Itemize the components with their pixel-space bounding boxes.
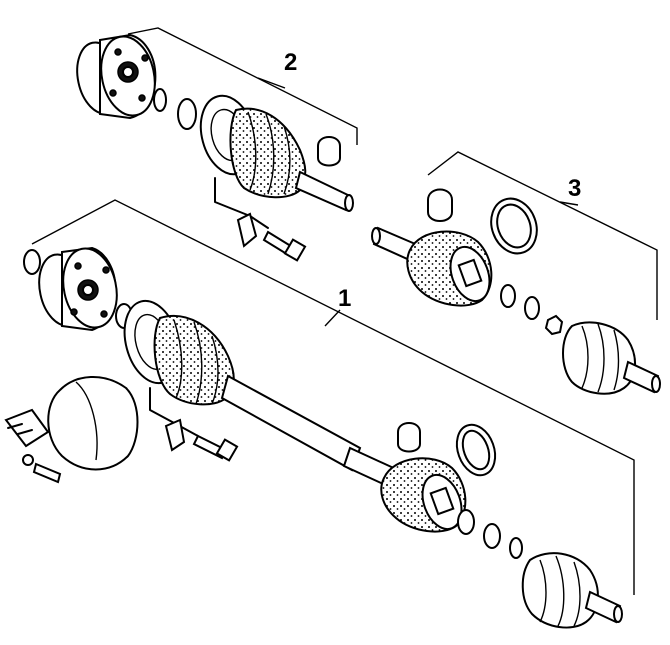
bracket-assembly-2 <box>127 27 358 145</box>
leader-2 <box>257 77 286 89</box>
lock-plate-lower <box>164 418 186 452</box>
outer-boot-lower <box>521 552 599 629</box>
washer-small <box>22 454 34 466</box>
circlip-upper <box>153 88 167 112</box>
assembly-1 <box>4 246 623 629</box>
bracket-assembly-1 <box>31 199 635 595</box>
leader-3 <box>559 201 579 206</box>
cv-boot-lower-left <box>153 315 235 406</box>
cv-boot-upper <box>229 107 307 199</box>
callout-3: 3 <box>568 175 581 202</box>
outer-boot-assembly-3 <box>562 321 636 395</box>
long-shaft <box>220 374 362 472</box>
nut-assembly-3 <box>544 314 564 336</box>
washer-upper <box>177 98 197 130</box>
callout-2: 2 <box>284 49 297 76</box>
leader-1 <box>324 309 341 327</box>
ring-a-assembly-3 <box>500 284 516 308</box>
ring-b-assembly-3 <box>524 296 540 320</box>
heat-shield <box>47 375 139 471</box>
assembly-2 <box>76 33 354 262</box>
ring-b-lower <box>483 523 501 549</box>
assembly-3 <box>371 188 661 395</box>
ring-c-lower <box>509 537 523 559</box>
circlip-left <box>23 249 41 275</box>
flange-upper <box>76 33 157 120</box>
bolt-small <box>32 462 62 484</box>
bracket-assembly-3 <box>427 151 658 320</box>
mounting-bracket <box>4 408 50 448</box>
shaft-stub-upper <box>294 170 352 212</box>
flange-lower <box>38 246 118 332</box>
lock-plate-upper <box>236 212 258 248</box>
ring-a-lower <box>457 509 475 535</box>
clamp-assembly-3 <box>427 188 453 222</box>
bracket-lines <box>31 27 658 595</box>
boot-clamp-mid <box>397 422 421 453</box>
callout-1: 1 <box>338 285 351 312</box>
boot-clamp-upper <box>317 136 341 167</box>
